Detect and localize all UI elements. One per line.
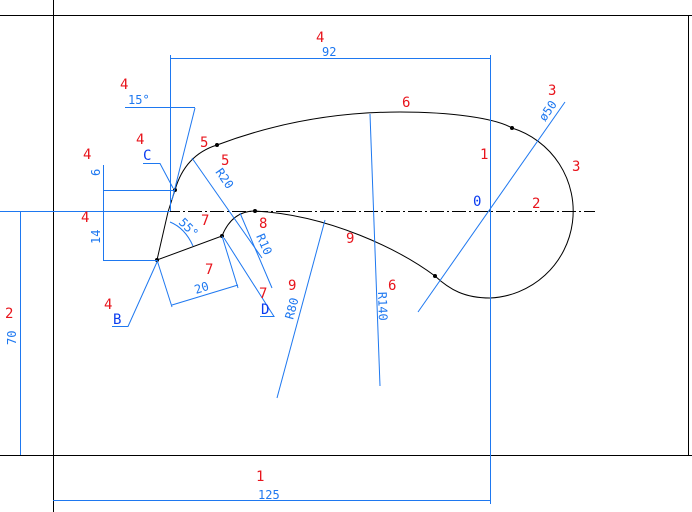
step-label: 3 <box>572 159 580 175</box>
step-label: 1 <box>256 469 264 485</box>
step-labels: 4 1 2 4 4 4 4 4 5 5 7 8 7 7 9 9 6 6 1 2 … <box>5 30 580 485</box>
step-label: 6 <box>388 278 396 294</box>
step-label: 5 <box>221 153 229 169</box>
step-label: 8 <box>259 216 267 232</box>
point-c: C <box>143 148 151 164</box>
step-label: 9 <box>288 278 296 294</box>
point-d: D <box>261 302 269 318</box>
point-b: B <box>113 312 121 328</box>
step-label: 3 <box>548 83 556 99</box>
step-label: 2 <box>532 196 540 212</box>
step-label: 4 <box>136 132 144 148</box>
step-label: 7 <box>259 286 267 302</box>
step-label: 4 <box>316 30 324 46</box>
step-label: 5 <box>200 135 208 151</box>
dim-92: 92 <box>322 45 336 59</box>
dim-125: 125 <box>258 488 280 502</box>
point-o: 0 <box>473 194 481 210</box>
step-label: 7 <box>205 262 213 278</box>
dim-6: 6 <box>89 169 103 176</box>
step-label: 4 <box>81 210 89 226</box>
step-label: 2 <box>5 306 13 322</box>
dim-r140: R140 <box>375 292 390 321</box>
step-label: 7 <box>201 213 209 229</box>
dim-70: 70 <box>5 331 19 345</box>
step-label: 1 <box>480 147 488 163</box>
dim-phi50: ø50 <box>536 98 560 124</box>
dim-14: 14 <box>89 230 103 244</box>
step-label: 6 <box>402 95 410 111</box>
step-label: 4 <box>83 147 91 163</box>
dimension-lines <box>0 55 566 504</box>
dim-55-deg: 55° <box>176 215 201 240</box>
dim-r20: R20 <box>213 166 237 192</box>
dim-20: 20 <box>193 279 211 297</box>
step-label: 9 <box>346 231 354 247</box>
dim-r80: R80 <box>282 296 301 321</box>
dim-15-deg: 15° <box>128 93 150 107</box>
step-label: 4 <box>104 297 112 313</box>
step-label: 4 <box>120 77 128 93</box>
part-profile <box>156 111 574 299</box>
vertices <box>155 126 514 278</box>
dim-r10: R10 <box>253 232 275 258</box>
